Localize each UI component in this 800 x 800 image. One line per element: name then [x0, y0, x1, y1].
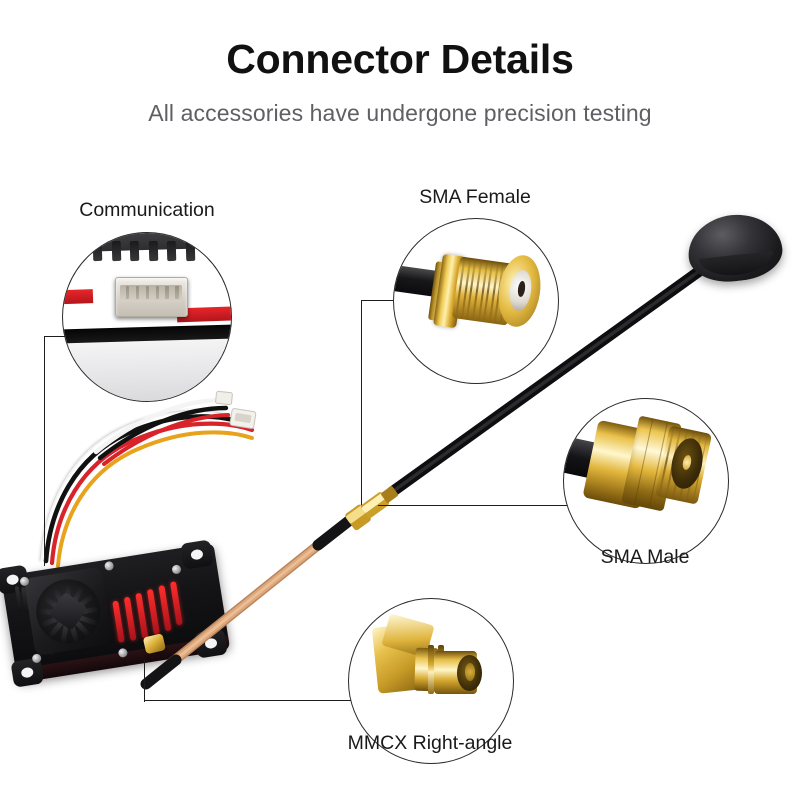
- hex-edge: [633, 417, 653, 505]
- heatsink-fin: [185, 241, 196, 262]
- callout-label-sma-male: SMA Male: [600, 546, 690, 568]
- jst-pin: [145, 286, 150, 300]
- callout-label-communication: Communication: [79, 199, 215, 221]
- jst-connector-port: [115, 276, 188, 318]
- leader-line-communication: [44, 336, 78, 338]
- jst-pin: [175, 286, 179, 300]
- page-title: Connector Details: [226, 36, 574, 82]
- jst-pin: [165, 286, 169, 300]
- mmcx-ring: [427, 644, 435, 695]
- red-stripe: [63, 289, 94, 306]
- heatsink-fin: [111, 241, 122, 262]
- heatsink-fin: [129, 241, 140, 262]
- leader-line-sma-female: [361, 300, 363, 505]
- cooling-fan-housing: [23, 566, 113, 656]
- leader-line-sma-male: [378, 505, 582, 507]
- leader-line-mmcx: [144, 700, 362, 702]
- mounting-hole: [180, 539, 214, 570]
- page-subtitle: All accessories have undergone precision…: [148, 100, 652, 126]
- leader-line-communication: [44, 336, 46, 566]
- callout-circle-communication: [62, 232, 232, 402]
- callout-circle-sma-male: [563, 398, 729, 564]
- heatsink-fin: [166, 241, 177, 262]
- leader-line-sma-female: [361, 300, 397, 302]
- jst-pin: [155, 286, 160, 300]
- surface-background: [63, 337, 231, 401]
- jst-pin: [125, 286, 130, 300]
- callout-circle-mmcx: [348, 598, 514, 764]
- callout-label-sma-female: SMA Female: [419, 186, 531, 208]
- mushroom-antenna-head: [684, 210, 786, 286]
- callout-label-mmcx: MMCX Right-angle: [347, 732, 513, 754]
- center-socket: [464, 662, 476, 681]
- heatsink-fin: [148, 241, 159, 262]
- mounting-hole: [194, 628, 228, 659]
- heatsink-fin: [92, 241, 103, 262]
- jst-slot: [120, 284, 183, 302]
- sma-joint: [345, 486, 398, 531]
- callout-circle-sma-female: [393, 218, 559, 384]
- jst-pin: [135, 286, 140, 300]
- video-transmitter-board: [0, 529, 232, 696]
- leader-line-mmcx: [144, 660, 146, 702]
